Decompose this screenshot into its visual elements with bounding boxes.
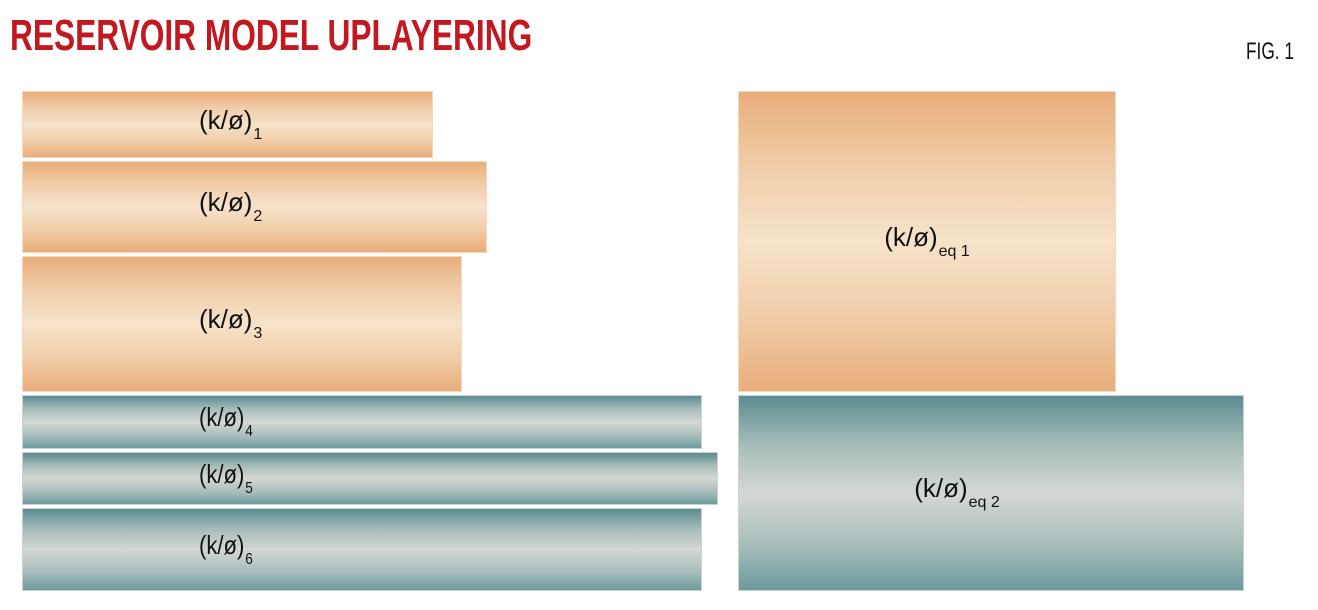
layer-1: (k/ø)1	[22, 91, 433, 158]
layer-3: (k/ø)3	[22, 256, 462, 392]
layer-label: (k/ø)2	[199, 187, 263, 225]
layer-label: (k/ø)4	[199, 402, 253, 440]
equivalent-layer-2: (k/ø)eq 2	[738, 395, 1244, 591]
equivalent-layer-1: (k/ø)eq 1	[738, 91, 1116, 392]
figure-number: FIG. 1	[1246, 38, 1295, 65]
layer-label: (k/ø)eq 2	[914, 473, 1000, 511]
layer-4: (k/ø)4	[22, 395, 702, 449]
layer-label: (k/ø)1	[199, 104, 263, 143]
layer-label: (k/ø)eq 1	[884, 221, 970, 260]
layer-5: (k/ø)5	[22, 452, 718, 505]
layer-6: (k/ø)6	[22, 508, 702, 591]
layer-2: (k/ø)2	[22, 161, 487, 253]
figure-title: RESERVOIR MODEL UPLAYERING	[10, 11, 533, 60]
layer-label: (k/ø)6	[199, 529, 253, 568]
layer-label: (k/ø)5	[199, 458, 253, 497]
layer-label: (k/ø)3	[199, 304, 263, 342]
